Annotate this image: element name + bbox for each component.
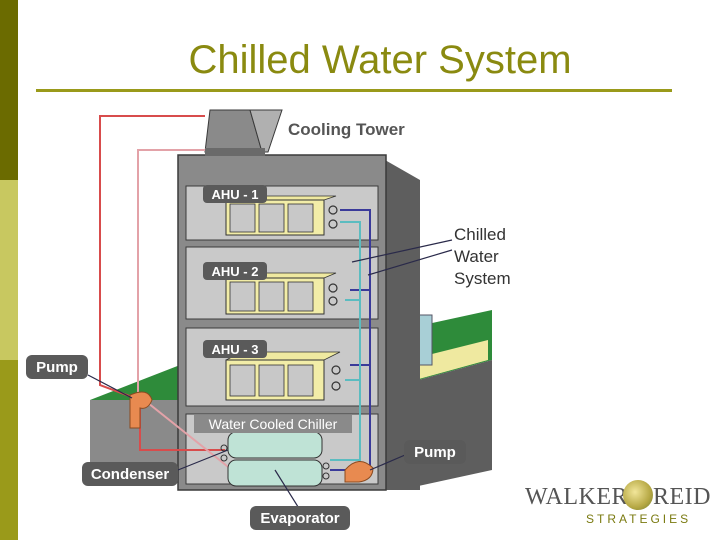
- condenser-pipe-red: [99, 115, 225, 451]
- condenser-label-bg: [82, 462, 178, 486]
- sidebar-accent-middle: [0, 180, 18, 360]
- pump-right-shape: [344, 461, 374, 483]
- chiller-evaporator-barrel: [227, 459, 323, 487]
- sidebar-accent-bottom: [0, 360, 18, 540]
- chilled-water-label-2: Water: [454, 247, 499, 266]
- ahu2-label-bg: [203, 262, 267, 280]
- arrow-pump-right: [369, 454, 406, 471]
- pump-left-label-bg: [26, 355, 88, 379]
- ground-right-stripe: [408, 340, 488, 382]
- chilled-pipe-blue: [330, 209, 371, 471]
- ahu2-label: AHU - 2: [212, 264, 259, 279]
- logo-globe-icon: [623, 480, 653, 510]
- pump-left-label: Pump: [36, 359, 78, 376]
- logo-walker-text: WALKER: [525, 484, 628, 510]
- logo-reid-text: REID: [653, 484, 711, 510]
- pump-right-label-bg: [404, 440, 466, 464]
- arrow-chilled-2: [367, 249, 453, 276]
- condenser-pipe-pink: [137, 149, 233, 471]
- cooling-tower-label: Cooling Tower: [288, 120, 405, 139]
- pump-right-label: Pump: [414, 444, 456, 461]
- ahu3-label: AHU - 3: [212, 342, 259, 357]
- logo-strategies-text: STRATEGIES: [586, 512, 692, 526]
- company-logo: WALKER REID STRATEGIES: [520, 480, 715, 530]
- chilled-pipe-teal: [330, 221, 361, 461]
- slide-title: Chilled Water System: [188, 38, 572, 82]
- ground-left-front: [90, 400, 180, 480]
- arrow-evaporator: [274, 469, 301, 511]
- arrow-condenser: [177, 449, 229, 471]
- cooling-tower-fan: [249, 109, 283, 153]
- condenser-label: Condenser: [91, 466, 170, 483]
- sidebar-accent-top: [0, 0, 18, 180]
- arrow-chilled-1: [351, 239, 453, 263]
- pump-left-shape: [129, 391, 153, 429]
- chiller-label-bg: [194, 415, 352, 433]
- chiller-label: Water Cooled Chiller: [209, 416, 338, 432]
- evaporator-label: Evaporator: [260, 510, 339, 527]
- chiller-condenser-barrel: [227, 431, 323, 459]
- building-side: [385, 160, 420, 490]
- chilled-water-label-1: Chilled: [454, 225, 506, 244]
- arrow-pump-left: [87, 374, 133, 399]
- ahu1-label-bg: [203, 185, 267, 203]
- ahu3-label-bg: [203, 340, 267, 358]
- ahu1-label: AHU - 1: [212, 187, 259, 202]
- chilled-water-label-3: System: [454, 269, 511, 288]
- cooling-tower-base: [205, 148, 265, 156]
- title-divider: [36, 89, 672, 92]
- evaporator-label-bg: [250, 506, 350, 530]
